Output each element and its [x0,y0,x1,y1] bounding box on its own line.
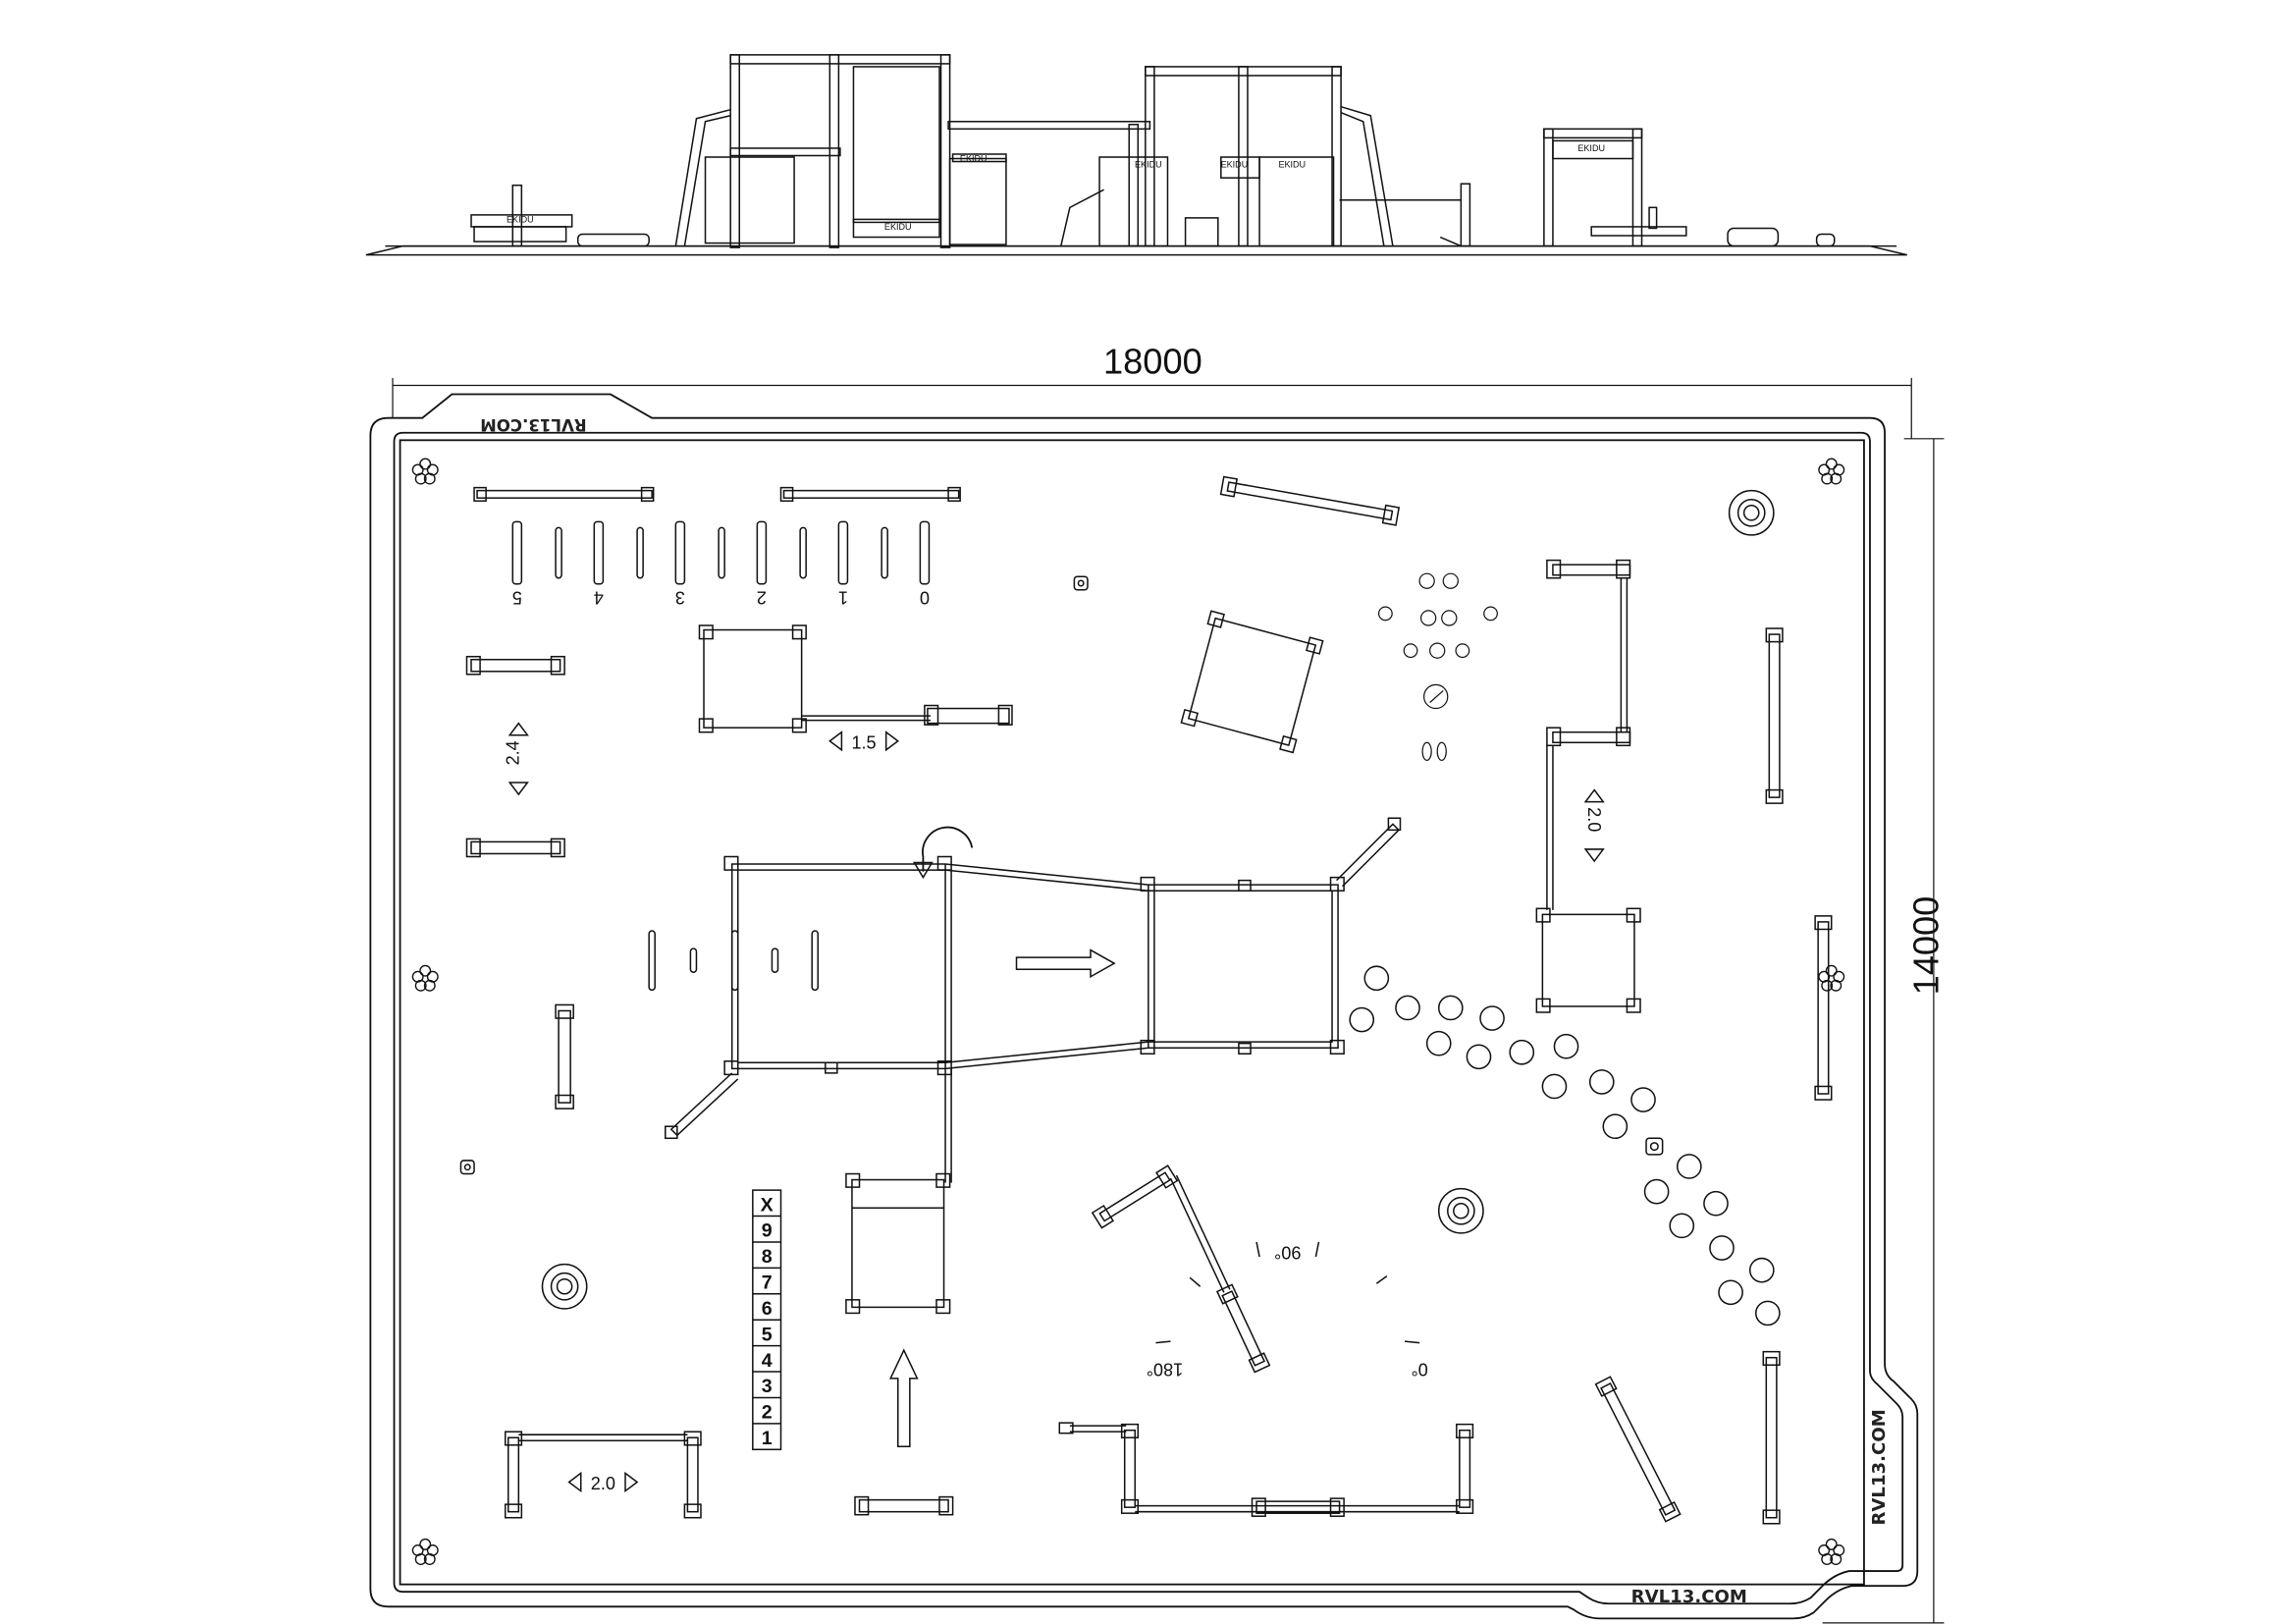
flower-icon [1818,964,1845,992]
flower-icon [411,458,439,485]
angle-label-90: 90° [1274,1242,1301,1262]
depth-dimension: 14000 [1905,896,1946,996]
angle-labels: 90° 180° 0° [1147,1242,1428,1379]
number-column-cell: 4 [762,1350,773,1372]
brand-label-side: RVL13.COM [1869,1409,1890,1525]
number-column-cell: 9 [762,1220,773,1242]
elevation-plate-label: EKIDU [1221,160,1249,170]
number-column-cell: X [761,1194,774,1216]
ladder-number: 2 [757,587,767,607]
elevation-plate-label: EKIDU [884,222,912,232]
number-column-cell: 1 [762,1428,773,1449]
span-label: 2.0 [1584,807,1604,832]
number-column-cell: 5 [762,1324,773,1345]
plan-equipment [459,475,1833,1525]
dimension-lines [392,377,1945,1624]
brand-label-bottom: RVL13.COM [1631,1587,1747,1607]
ladder-number: 3 [675,587,685,607]
elevation-plate-label: EKIDU [1278,160,1306,170]
ladder-number: 5 [512,587,522,607]
flower-icon [1818,1538,1845,1565]
ladder-number: 4 [594,587,604,607]
span-label: 2.0 [591,1474,615,1493]
span-marker-2-0-right: 2.0 [1583,788,1605,863]
elevation-plates: EKIDU EKIDU EKIDU EKIDU EKIDU EKIDU EKID… [507,143,1605,232]
hand-print-icons [1377,572,1498,761]
span-marker-2-4: 2.4 [503,722,529,796]
elevation-plate-label: EKIDU [960,154,988,164]
flower-icon [411,1538,439,1565]
elevation-plate-label: EKIDU [507,214,534,224]
number-column-cell: 2 [762,1402,773,1424]
number-column-cell: 8 [762,1246,773,1268]
flower-icons [411,458,1845,1565]
number-column-cell: 7 [762,1272,773,1294]
number-column: X 9 8 7 6 5 4 3 2 1 [761,1194,774,1449]
angle-label-0: 0° [1411,1360,1427,1380]
ladder-number: 1 [838,587,848,607]
flower-icon [411,964,439,992]
flower-icon [1818,458,1845,485]
number-column-cell: 6 [762,1298,773,1320]
ladder-number: 0 [920,587,930,607]
span-markers: 1.5 2.4 2.0 2.0 [503,722,1605,1493]
span-marker-2-0-bottom: 2.0 [567,1471,639,1493]
plan-outline [369,393,1919,1620]
span-marker-1-5: 1.5 [828,731,900,752]
angle-label-180: 180° [1147,1360,1183,1380]
brand-label-top: RVL13.COM [480,415,586,434]
elevation-view [365,54,1907,256]
ladder-number-labels: 5 4 3 2 1 0 [512,587,930,607]
span-label: 2.4 [503,740,522,765]
width-dimension: 18000 [1103,341,1202,381]
span-label: 1.5 [851,732,876,752]
elevation-plate-label: EKIDU [1577,143,1605,153]
elevation-plate-label: EKIDU [1135,160,1162,170]
number-column-cell: 3 [762,1376,773,1397]
